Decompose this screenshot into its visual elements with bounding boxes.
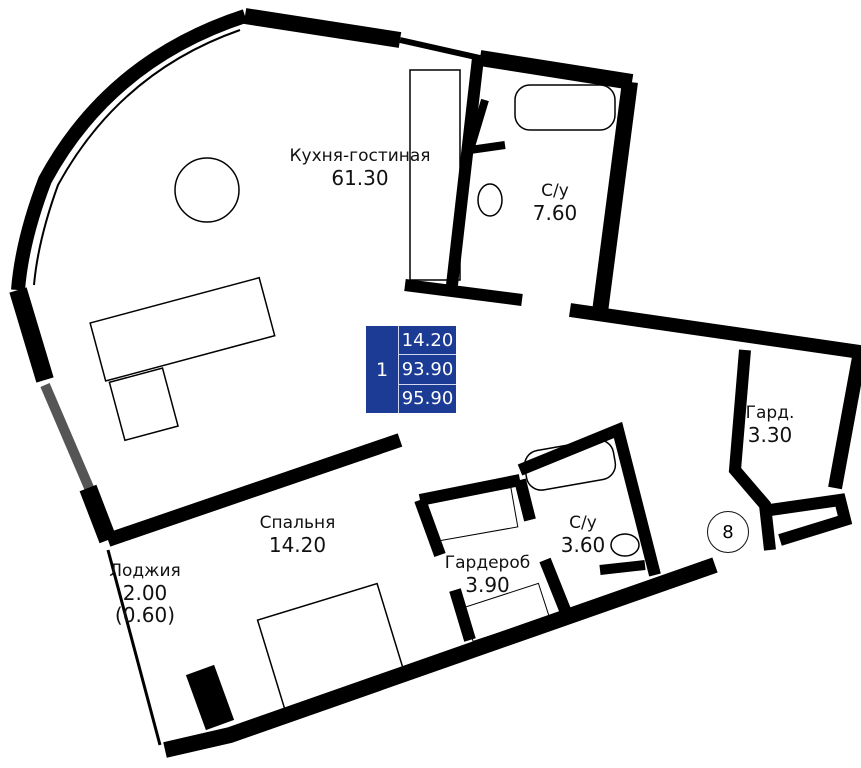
kitchen-counter bbox=[409, 69, 461, 281]
curved-wall-window bbox=[11, 9, 248, 291]
west-wall bbox=[9, 287, 54, 383]
room-area: 2.00 bbox=[122, 581, 168, 605]
apartment-summary-badge: 1 14.20 93.90 95.90 bbox=[366, 326, 456, 413]
dining-table bbox=[174, 157, 240, 223]
wardrobe-shelves-2 bbox=[461, 582, 550, 643]
room-area: 14.20 bbox=[268, 533, 327, 557]
toilet-1 bbox=[477, 183, 503, 217]
west-wall-lower bbox=[79, 484, 117, 544]
toilet-2 bbox=[610, 533, 640, 557]
south-wall bbox=[163, 557, 718, 758]
bath2-lower bbox=[599, 560, 646, 575]
room-area: 61.30 bbox=[331, 166, 389, 190]
sofa bbox=[89, 276, 276, 382]
sofa-chaise bbox=[108, 367, 179, 442]
room-reduced-area: (0.60) bbox=[114, 603, 176, 627]
east-wall-bath bbox=[592, 80, 638, 314]
total-area: 93.90 bbox=[399, 355, 456, 385]
wardrobe-walls bbox=[414, 478, 571, 642]
hall-wall bbox=[568, 303, 861, 490]
room-label-wardrobe-small: Гард. 3.30 bbox=[735, 402, 805, 446]
room-area: 3.30 bbox=[747, 423, 793, 447]
north-wall bbox=[243, 8, 634, 90]
room-name: Лоджия bbox=[109, 561, 181, 581]
curved-window-inner bbox=[33, 29, 241, 286]
bedroom-north-wall bbox=[105, 433, 403, 547]
room-name: Гардероб bbox=[444, 553, 531, 573]
wardrobe-shelves bbox=[426, 486, 519, 543]
bathtub-2 bbox=[523, 439, 617, 491]
bath-inner-wall bbox=[464, 98, 506, 155]
rooms-count: 1 bbox=[366, 326, 399, 413]
room-label-bathroom-1: С/у 7.60 bbox=[515, 180, 595, 224]
north-window bbox=[399, 37, 481, 61]
room-name: Спальня bbox=[259, 513, 336, 533]
living-area: 14.20 bbox=[399, 326, 456, 356]
loggia-wall bbox=[185, 664, 235, 731]
room-label-kitchen-living: Кухня-гостиная 61.30 bbox=[275, 145, 445, 189]
room-name: С/у bbox=[569, 513, 597, 533]
room-label-wardrobe: Гардероб 3.90 bbox=[440, 552, 535, 596]
bed bbox=[256, 582, 406, 712]
room-name: Гард. bbox=[745, 403, 795, 423]
bath2-walls bbox=[418, 421, 661, 577]
room-name: С/у bbox=[541, 181, 569, 201]
room-area: 7.60 bbox=[532, 201, 578, 225]
room-label-bedroom: Спальня 14.20 bbox=[245, 512, 350, 556]
room-label-bathroom-2: С/у 3.60 bbox=[548, 512, 618, 556]
wardrobe-small-walls bbox=[728, 349, 853, 551]
room-name: Кухня-гостиная bbox=[289, 146, 431, 166]
room-area: 3.60 bbox=[560, 533, 606, 557]
floor-marker: 8 bbox=[707, 511, 749, 553]
room-area: 3.90 bbox=[465, 573, 510, 597]
room-label-loggia: Лоджия 2.00 (0.60) bbox=[105, 560, 185, 626]
loggia-outer bbox=[106, 549, 162, 746]
bathtub-1 bbox=[514, 84, 616, 131]
bath-partition bbox=[404, 57, 523, 306]
west-window bbox=[40, 383, 95, 492]
total-area-with-loggia: 95.90 bbox=[401, 388, 454, 410]
